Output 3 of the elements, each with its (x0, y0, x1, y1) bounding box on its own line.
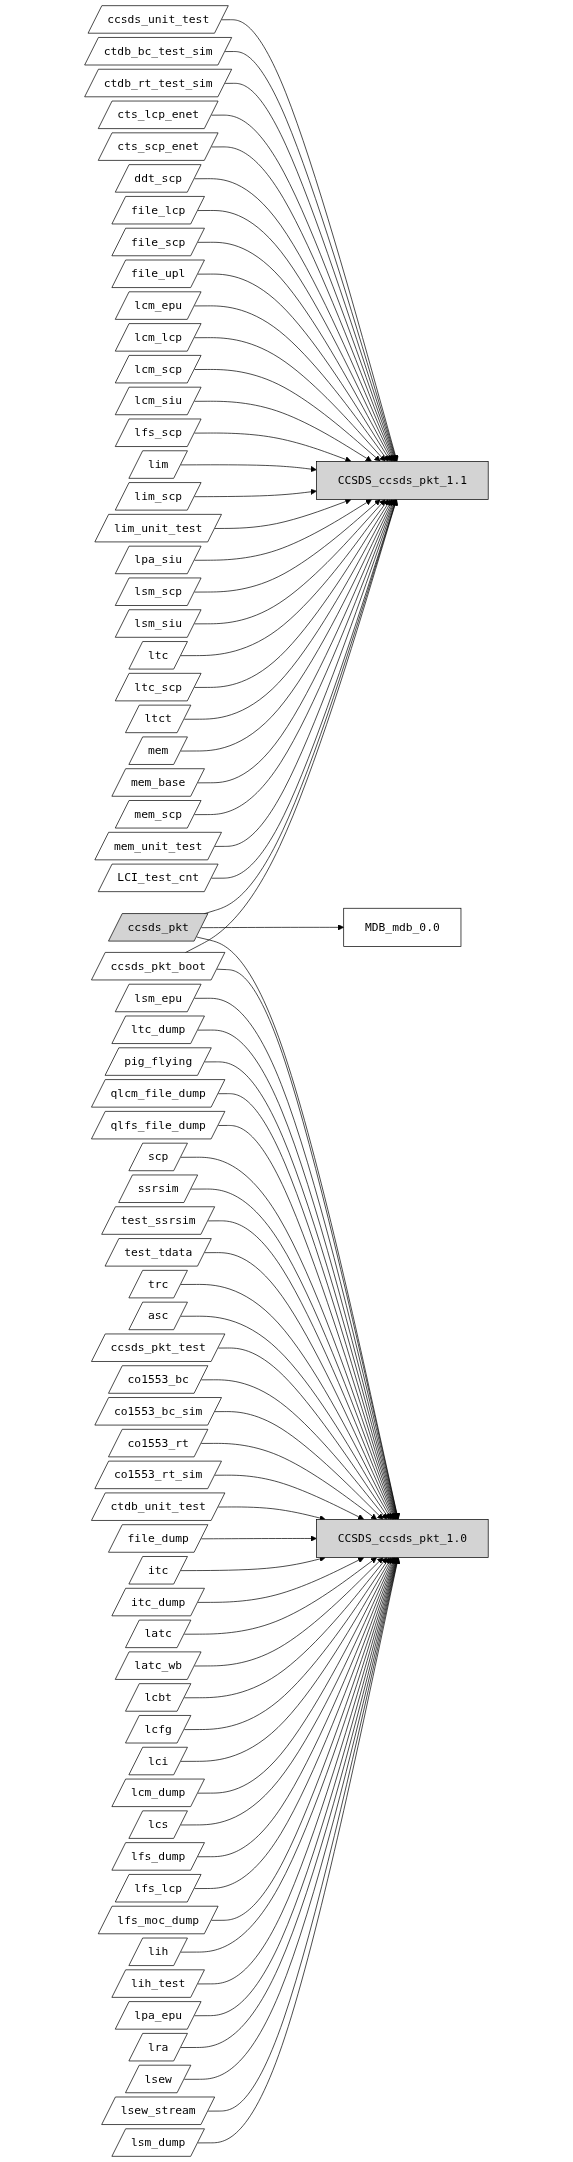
node-box: MDB_mdb_0.0 (343, 907, 462, 947)
node-box: CCSDS_ccsds_pkt_1.1 (316, 461, 489, 500)
node-box: CCSDS_ccsds_pkt_1.0 (316, 1519, 489, 1558)
